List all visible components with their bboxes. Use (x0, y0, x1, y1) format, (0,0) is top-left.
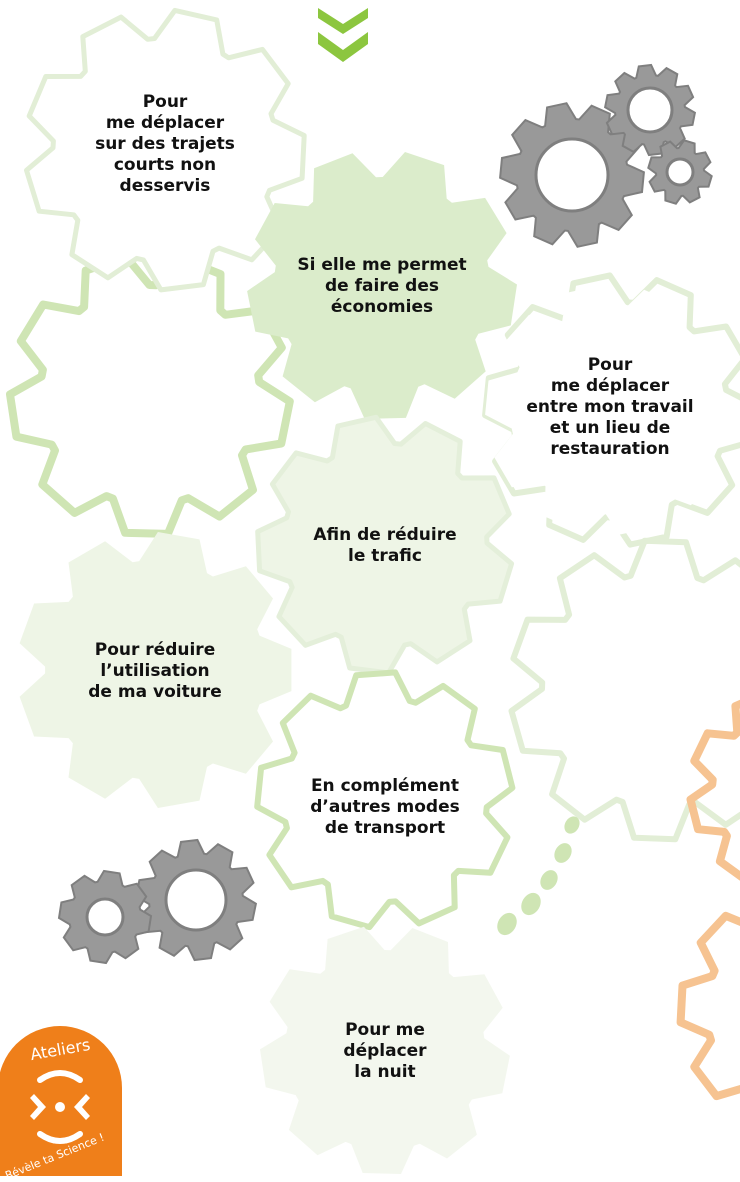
gear-complement-label: En complément d’autres modes de transpor… (270, 776, 500, 839)
gear-voiture-label: Pour réduire l’utilisation de ma voiture (50, 640, 260, 703)
ateliers-logo: Ateliers Révèle ta Science ! (0, 1022, 124, 1176)
gear-economies-label: Si elle me permet de faire des économies (262, 255, 502, 318)
gear-travail-restauration-label: Pour me déplacer entre mon travail et un… (500, 355, 720, 460)
gear-outline-lower-right (512, 541, 740, 839)
gear-trafic-label: Afin de réduire le trafic (285, 525, 485, 567)
double-chevron-down-icon (318, 8, 368, 62)
gear-outline-left (10, 257, 290, 534)
gear-nuit-label: Pour me déplacer la nuit (285, 1020, 485, 1083)
gear-orange-2 (681, 890, 740, 1130)
gears-icon (136, 840, 256, 960)
gears-icon (59, 871, 151, 963)
gear-orange-1 (691, 691, 740, 890)
gear-trajets-courts-label: Pour me déplacer sur des trajets courts … (60, 92, 270, 197)
